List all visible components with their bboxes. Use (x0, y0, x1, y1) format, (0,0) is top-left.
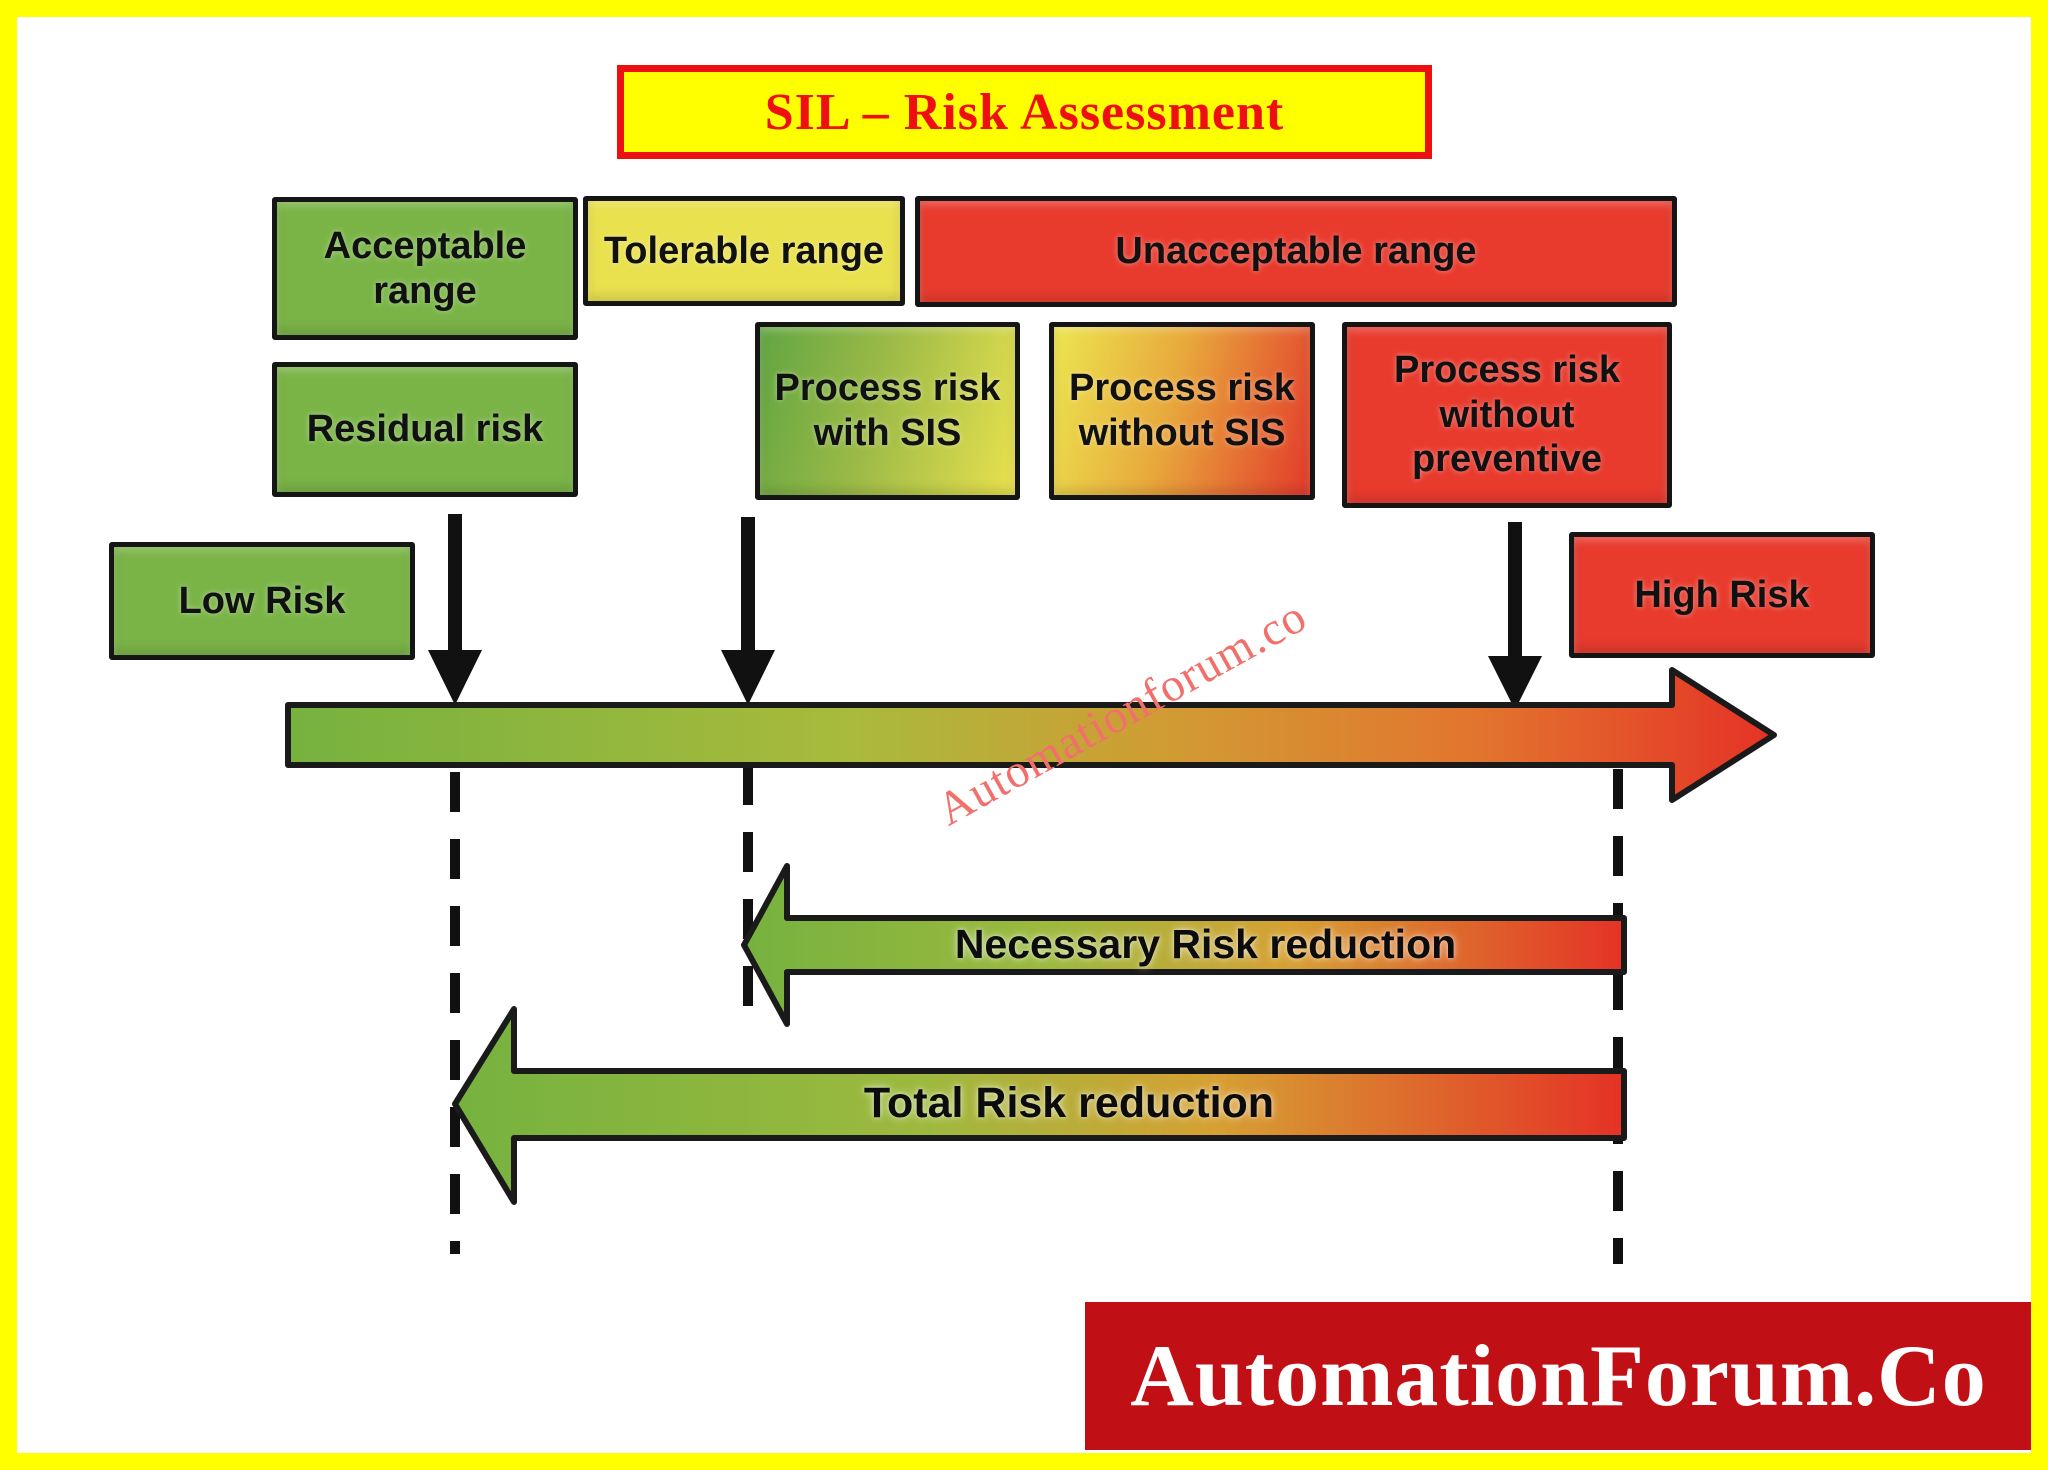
diagram-arrows-layer (285, 514, 1777, 1264)
low-risk-label: Low Risk (178, 579, 346, 622)
total-risk-reduction-label: Total Risk reduction (863, 1079, 1275, 1127)
high-risk-box: High Risk (1569, 532, 1875, 658)
acceptable-range-label: Acceptable range (323, 224, 527, 312)
process-risk-with-sis-box: Process risk with SIS (755, 322, 1020, 500)
residual-risk-box: Residual risk (272, 362, 578, 497)
necessary-risk-reduction-arrow (741, 863, 1627, 1027)
necessary-risk-reduction-label: Necessary Risk reduction (954, 920, 1457, 967)
unacceptable-range-box: Unacceptable range (915, 196, 1677, 307)
process-risk-with-sis-label: Process risk with SIS (774, 367, 1001, 454)
logo-text: AutomationForum.Co (1130, 1327, 1987, 1425)
risk-axis-arrow (285, 667, 1777, 803)
page-title: SIL – Risk Assessment (764, 83, 1285, 141)
tolerable-range-label: Tolerable range (603, 229, 885, 272)
logo-banner: AutomationForum.Co (1085, 1302, 2031, 1450)
residual-risk-label: Residual risk (306, 408, 544, 451)
process-risk-without-sis-label: Process risk without SIS (1068, 367, 1296, 454)
low-risk-box: Low Risk (109, 542, 415, 660)
down-arrow-with-sis (721, 517, 775, 705)
dashed-reference-lines (450, 765, 1623, 1264)
high-risk-label: High Risk (1634, 573, 1810, 616)
process-risk-without-sis-box: Process risk without SIS (1049, 322, 1315, 500)
down-arrow-preventive (1488, 522, 1542, 710)
process-risk-without-preventive-box: Process risk without preventive (1342, 322, 1672, 508)
down-arrow-residual (428, 514, 482, 705)
acceptable-range-box: Acceptable range (272, 197, 578, 340)
title-box: SIL – Risk Assessment (617, 65, 1432, 159)
total-risk-reduction-arrow (452, 1006, 1627, 1205)
tolerable-range-box: Tolerable range (583, 196, 905, 306)
down-arrows (428, 514, 1542, 710)
process-risk-without-preventive-label: Process risk without preventive (1393, 348, 1621, 481)
unacceptable-range-label: Unacceptable range (1115, 230, 1477, 273)
